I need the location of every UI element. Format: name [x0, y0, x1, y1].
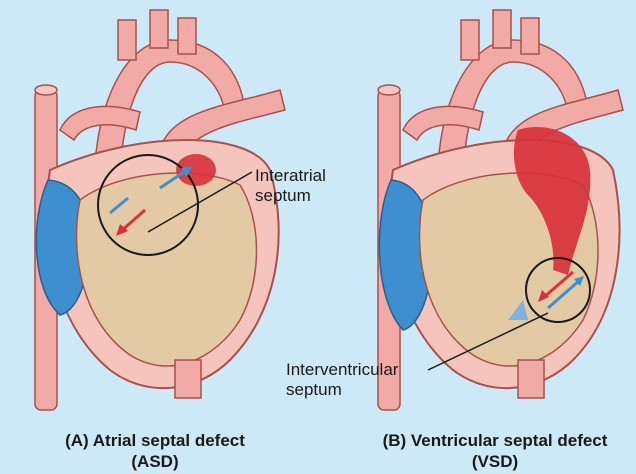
asd-heart-illustration: [0, 0, 318, 474]
interatrial-label: Interatrial septum: [255, 166, 326, 206]
vsd-heart-illustration: [318, 0, 636, 474]
asd-caption: (A) Atrial septal defect (ASD): [30, 430, 280, 472]
vsd-caption: (B) Ventricular septal defect (VSD): [355, 430, 635, 472]
interventricular-label: Interventricular septum: [286, 360, 398, 400]
left-atrium: [176, 154, 216, 186]
